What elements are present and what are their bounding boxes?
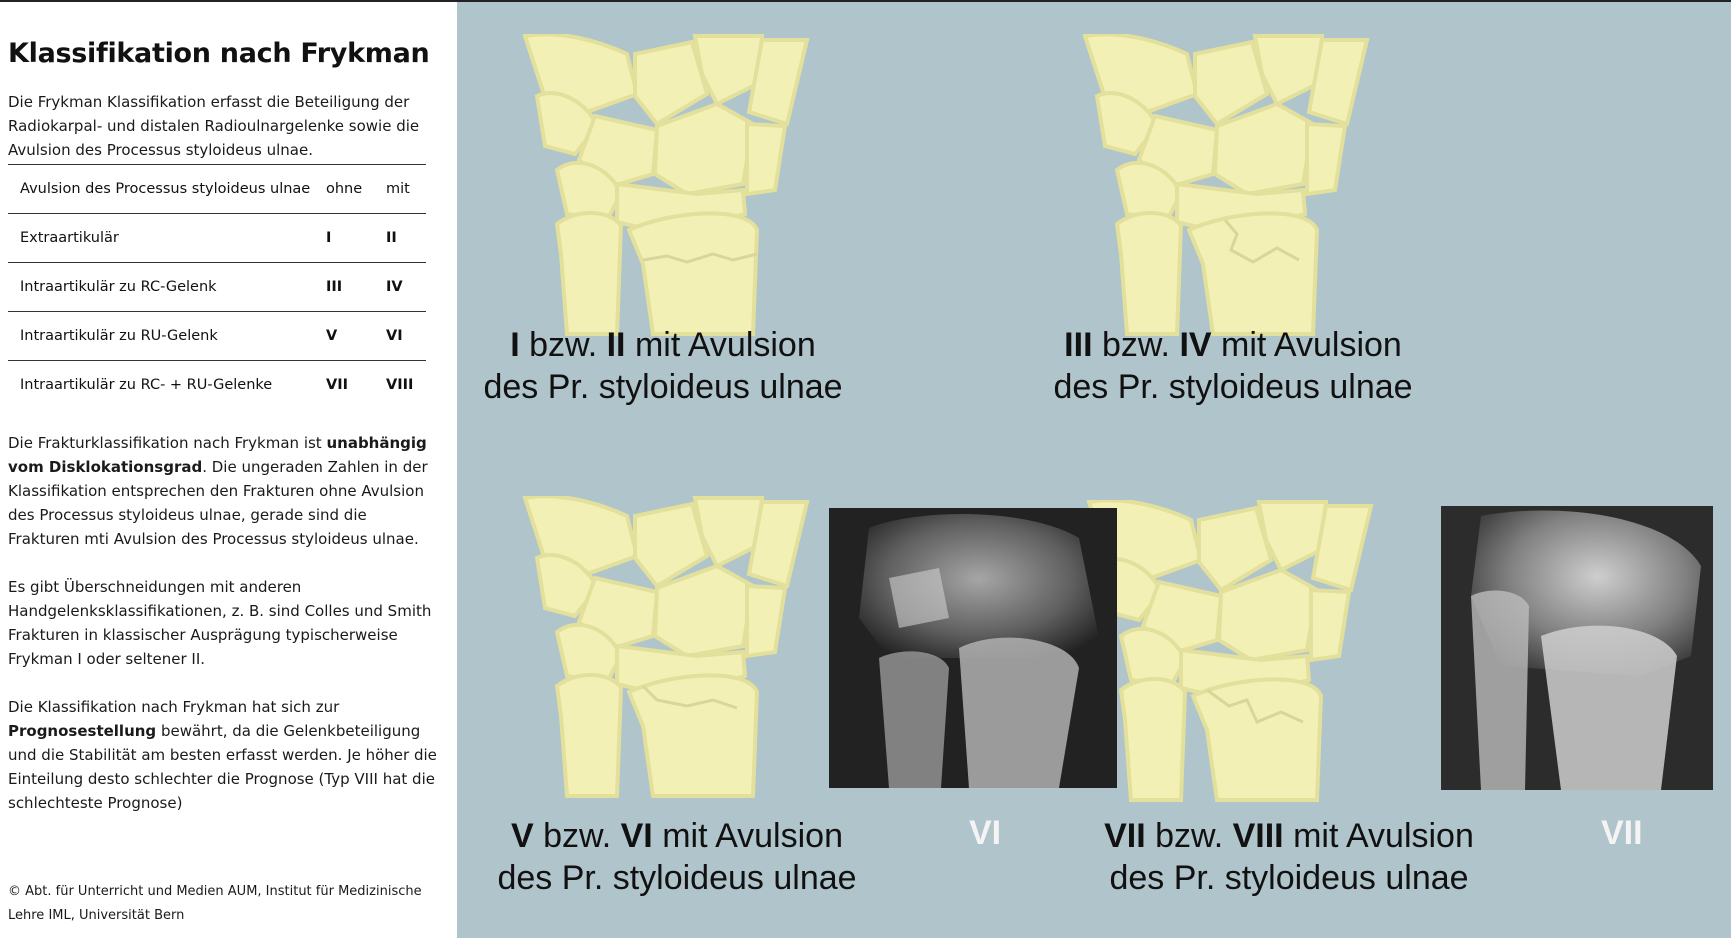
table-cell: VI xyxy=(386,328,403,344)
copyright-notice: © Abt. für Unterricht und Medien AUM, In… xyxy=(8,884,422,923)
classification-table: Avulsion des Processus styloideus ulnae … xyxy=(8,164,426,410)
caption-text: mit Avulsion xyxy=(625,326,816,364)
caption-text: bzw. xyxy=(1145,817,1233,855)
top-border xyxy=(0,0,1731,2)
table-row: Intraartikulär zu RC- + RU-Gelenke VII V… xyxy=(8,360,426,410)
table-cell: III xyxy=(326,279,343,295)
xray-image-vii xyxy=(1441,506,1713,790)
caption-text: mit Avulsion xyxy=(652,817,843,855)
xray-image-vi xyxy=(829,508,1117,788)
intro-paragraph: Die Frykman Klassifikation erfasst die B… xyxy=(8,93,420,159)
caption-vii-viii: VII bzw. VIII mit Avulsion des Pr. stylo… xyxy=(1099,815,1479,899)
table-cell: Extraartikulär xyxy=(20,230,119,246)
caption-text: bzw. xyxy=(533,817,621,855)
caption-type-label: IV xyxy=(1179,326,1212,364)
table-row: Extraartikulär I II xyxy=(8,213,426,263)
table-row: Intraartikulär zu RC-Gelenk III IV xyxy=(8,262,426,312)
table-cell: VIII xyxy=(386,377,414,394)
table-cell: Intraartikulär zu RC-Gelenk xyxy=(20,279,217,295)
text-run: bewährt, da die Gelenkbeteiligung und di… xyxy=(8,722,437,812)
emphasis-text: Prognosestel­lung xyxy=(8,722,157,740)
table-header-cell: ohne xyxy=(326,181,363,197)
caption-text: bzw. xyxy=(1092,326,1180,364)
caption-text: mit Avulsion xyxy=(1211,326,1402,364)
text-panel: Klassifikation nach Frykman Die Frykman … xyxy=(0,2,457,938)
table-cell: I xyxy=(326,230,332,246)
caption-text: bzw. xyxy=(519,326,607,364)
wrist-illustration-iii-iv xyxy=(1082,34,1370,336)
text-run: . Die ungeraden Zahlen in der Klassifika… xyxy=(8,458,428,548)
text-run: Die Klassifikation nach Frykman hat sich… xyxy=(8,698,340,716)
caption-type-label: V xyxy=(511,817,534,855)
table-header-cell: mit xyxy=(386,181,410,197)
caption-type-label: I xyxy=(510,326,520,364)
caption-type-label: III xyxy=(1064,326,1093,364)
table-header-cell: Avulsion des Processus styloideus ulnae xyxy=(20,181,311,197)
caption-type-label: VII xyxy=(1104,817,1146,855)
table-cell: V xyxy=(326,328,338,344)
page-title: Klassifikation nach Frykman xyxy=(8,38,430,69)
caption-text: mit Avulsion xyxy=(1283,817,1474,855)
caption-line-1: V bzw. VI mit Avulsion xyxy=(487,815,867,857)
emphasis-text: unabhängig vom Disklokationsgrad xyxy=(8,434,427,476)
table-cell: II xyxy=(386,230,397,246)
caption-i-ii: I bzw. II mit Avulsion des Pr. styloideu… xyxy=(483,324,843,408)
prognosis-paragraph: Die Klassifikation nach Frykman hat sich… xyxy=(8,695,438,815)
independence-paragraph: Die Frakturklassifikation nach Frykman i… xyxy=(8,431,438,551)
xray-label-vi: VI xyxy=(969,814,1002,852)
table-row: Intraartikulär zu RU-Gelenk V VI xyxy=(8,311,426,361)
wrist-illustration-i-ii xyxy=(522,34,810,336)
table-cell: Intraartikulär zu RC- + RU-Gelenke xyxy=(20,377,273,394)
table-cell: IV xyxy=(386,279,403,295)
caption-type-label: VIII xyxy=(1232,817,1284,855)
caption-line-1: VII bzw. VIII mit Avulsion xyxy=(1099,815,1479,857)
table-cell: VII xyxy=(326,377,349,394)
caption-iii-iv: III bzw. IV mit Avulsion des Pr. styloid… xyxy=(1053,324,1413,408)
figure-panel: I bzw. II mit Avulsion des Pr. styloideu… xyxy=(457,2,1731,938)
table-header-row: Avulsion des Processus styloideus ulnae … xyxy=(8,164,426,214)
xray-label-vii: VII xyxy=(1601,814,1643,852)
caption-type-label: VI xyxy=(620,817,653,855)
wrist-illustration-v-vi xyxy=(522,496,810,798)
text-run: Die Frakturklassifikation nach Frykman i… xyxy=(8,434,327,452)
caption-line-1: III bzw. IV mit Avulsion xyxy=(1053,324,1413,366)
caption-line-2: des Pr. styloideus ulnae xyxy=(497,859,857,897)
table-cell: Intraartikulär zu RU-Gelenk xyxy=(20,328,218,344)
caption-line-2: des Pr. styloideus ulnae xyxy=(483,368,843,406)
caption-v-vi: V bzw. VI mit Avulsion des Pr. styloideu… xyxy=(487,815,867,899)
overlap-paragraph: Es gibt Überschneidungen mit anderen Han… xyxy=(8,578,432,668)
caption-line-1: I bzw. II mit Avulsion xyxy=(483,324,843,366)
caption-type-label: II xyxy=(606,326,626,364)
caption-line-2: des Pr. styloideus ulnae xyxy=(1053,368,1413,406)
wrist-illustration-vii-viii xyxy=(1086,500,1374,802)
caption-line-2: des Pr. styloideus ulnae xyxy=(1109,859,1469,897)
